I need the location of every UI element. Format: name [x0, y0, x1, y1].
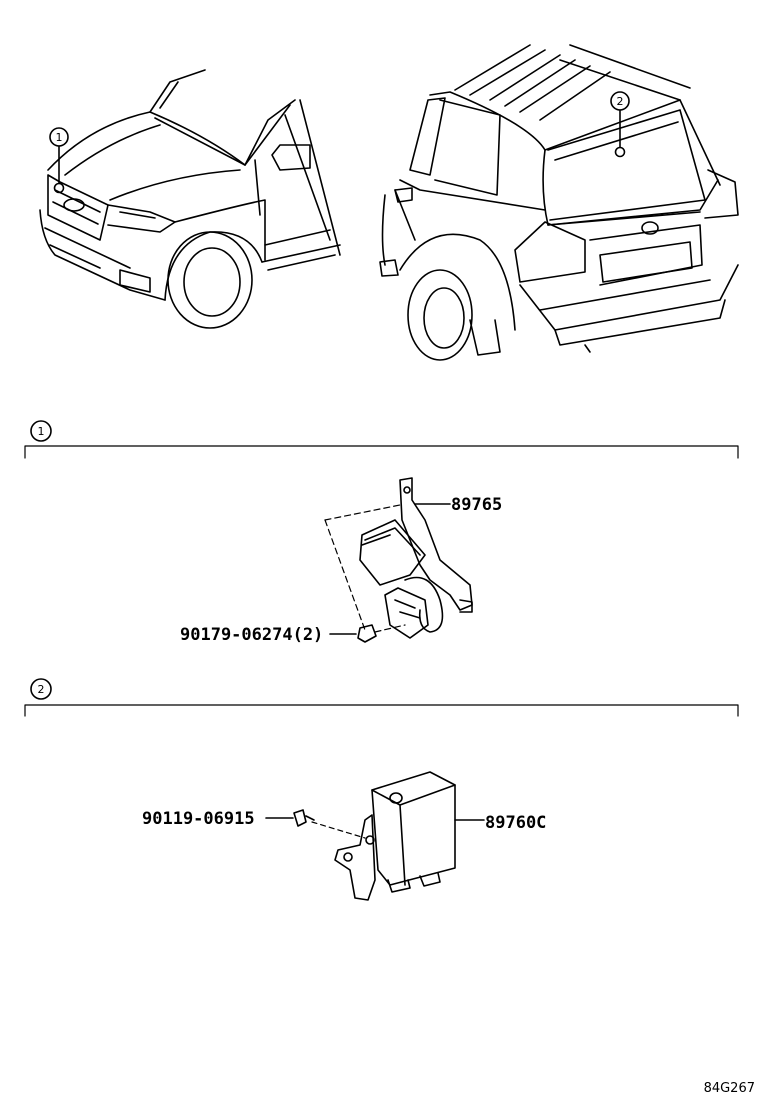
section-1-marker-number: 1 [38, 425, 45, 438]
rear-vehicle-illustration [379, 44, 739, 361]
section-2-marker-circle [30, 678, 52, 700]
bolt-icon [293, 809, 307, 827]
section-1-header: 1 [24, 420, 739, 459]
rear-callout: 2 [610, 91, 630, 158]
section-1-marker-circle [30, 420, 52, 442]
rear-location-marker [614, 146, 626, 158]
part-number-90119-06915: 90119-06915 [142, 809, 255, 829]
part-number-90179-06274: 90179-06274(2) [180, 625, 323, 645]
section-2-marker-number: 2 [38, 683, 45, 696]
part-89760c-illustration [293, 771, 456, 901]
part-number-89760c: 89760C [485, 813, 546, 833]
part-89765-illustration [324, 477, 473, 643]
section-1-bracket [24, 445, 739, 459]
diagram-code: 84G267 [704, 1081, 755, 1096]
front-callout-number: 1 [56, 131, 63, 144]
rear-callout-number: 2 [617, 95, 624, 108]
section-2-bracket [24, 704, 739, 717]
part-number-89765: 89765 [451, 495, 502, 515]
front-location-marker [53, 182, 65, 194]
section-2-header: 2 [24, 678, 739, 717]
front-vehicle-illustration [39, 69, 341, 329]
nut-icon [357, 624, 377, 643]
front-callout: 1 [49, 127, 69, 194]
